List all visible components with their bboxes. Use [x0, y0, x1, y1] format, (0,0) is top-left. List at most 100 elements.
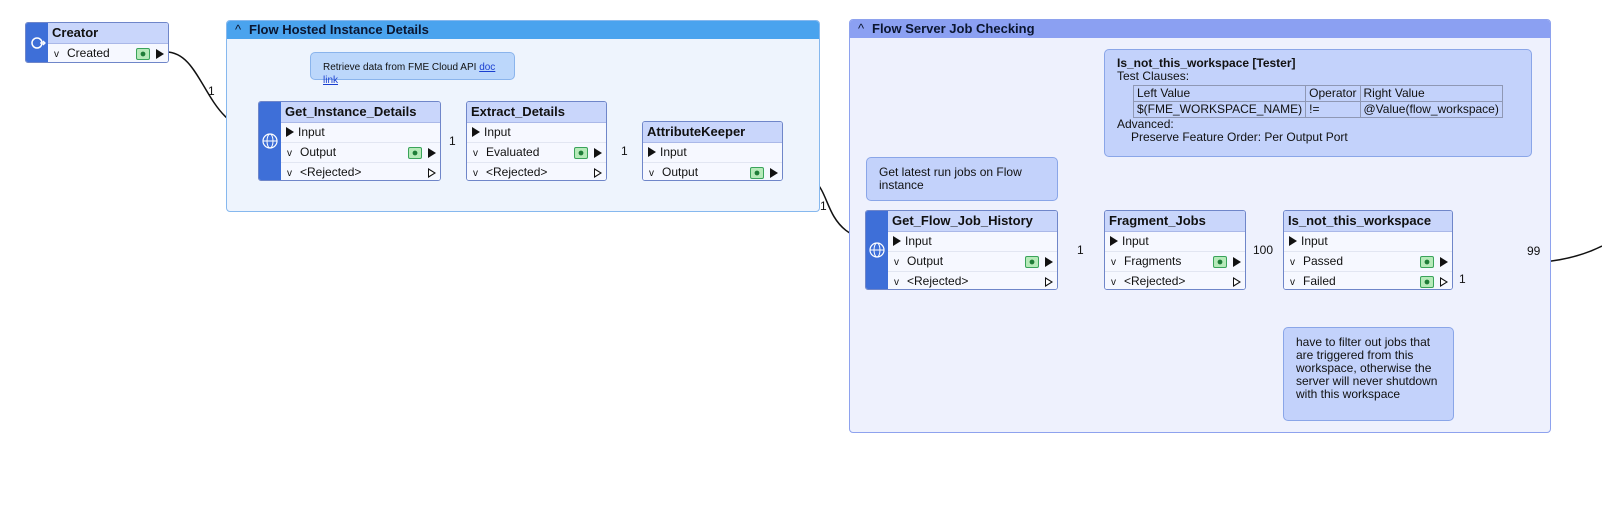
- output-port-icon[interactable]: [1233, 256, 1241, 267]
- advanced-value: Preserve Feature Order: Per Output Port: [1131, 130, 1348, 144]
- globe-icon: [866, 211, 888, 289]
- output-port-icon[interactable]: [156, 48, 164, 59]
- chevron-down-icon[interactable]: v: [1111, 257, 1116, 268]
- feature-count-fragment: 100: [1253, 243, 1274, 257]
- extract-details-title: Extract_Details: [467, 102, 606, 123]
- chevron-down-icon[interactable]: v: [473, 168, 478, 179]
- input-port-icon[interactable]: [1289, 236, 1297, 246]
- port-rejected[interactable]: v<Rejected>: [1105, 272, 1245, 289]
- feature-count-creator: 1: [208, 84, 215, 98]
- table-header: Right Value: [1359, 85, 1503, 102]
- chevron-down-icon[interactable]: v: [1111, 277, 1116, 288]
- annotation-tester[interactable]: Is_not_this_workspace [Tester] Test Clau…: [1104, 49, 1532, 157]
- feature-count-keeper: 1: [820, 199, 827, 213]
- test-clauses-table: Left Value Operator Right Value $(FME_WO…: [1132, 85, 1503, 118]
- feature-count-history: 1: [1077, 243, 1084, 257]
- eye-icon[interactable]: [750, 166, 764, 179]
- port-rejected[interactable]: v<Rejected>: [467, 163, 606, 180]
- output-port-icon[interactable]: [428, 147, 436, 158]
- chevron-down-icon[interactable]: v: [649, 168, 654, 179]
- output-port-icon[interactable]: [594, 167, 602, 178]
- annotation-filter[interactable]: have to filter out jobs that are trigger…: [1283, 327, 1454, 421]
- port-input[interactable]: Input: [467, 123, 606, 143]
- input-port-icon[interactable]: [472, 127, 480, 137]
- doc-link[interactable]: doc link: [323, 62, 496, 86]
- port-input[interactable]: Input: [281, 123, 440, 143]
- annotation-retrieve[interactable]: Retrieve data from FME Cloud API doc lin…: [310, 52, 515, 86]
- output-port-icon[interactable]: [428, 167, 436, 178]
- feature-count-failed: 1: [1459, 272, 1466, 286]
- chevron-down-icon[interactable]: v: [894, 277, 899, 288]
- eye-icon[interactable]: [136, 47, 150, 60]
- port-rejected[interactable]: v<Rejected>: [281, 163, 440, 180]
- attribute-keeper-title: AttributeKeeper: [643, 122, 782, 143]
- table-cell: $(FME_WORKSPACE_NAME): [1132, 101, 1307, 118]
- output-port-icon[interactable]: [594, 147, 602, 158]
- input-port-icon[interactable]: [648, 147, 656, 157]
- annotation-tester-title: Is_not_this_workspace [Tester]: [1117, 56, 1296, 70]
- chevron-down-icon[interactable]: v: [894, 257, 899, 268]
- eye-icon[interactable]: [1025, 255, 1039, 268]
- output-port-icon[interactable]: [1233, 276, 1241, 287]
- caret-up-icon[interactable]: ^: [235, 22, 242, 37]
- bookmark-header[interactable]: ^Flow Server Job Checking: [850, 20, 1550, 38]
- annotation-get-latest[interactable]: Get latest run jobs on Flow instance: [866, 157, 1058, 201]
- output-port-icon[interactable]: [1045, 276, 1053, 287]
- chevron-down-icon[interactable]: v: [1290, 277, 1295, 288]
- port-input[interactable]: Input: [643, 143, 782, 163]
- feature-count-passed: 99: [1525, 244, 1543, 258]
- feature-count-instance: 1: [449, 134, 456, 148]
- chevron-down-icon[interactable]: v: [1290, 257, 1295, 268]
- output-port-icon[interactable]: [1440, 256, 1448, 267]
- eye-icon[interactable]: [574, 146, 588, 159]
- bookmark-header[interactable]: ^Flow Hosted Instance Details: [227, 21, 819, 39]
- get-flow-job-history-title: Get_Flow_Job_History: [888, 211, 1057, 232]
- creator-icon: [26, 23, 48, 62]
- table-header: Operator: [1305, 85, 1361, 102]
- get-instance-details-title: Get_Instance_Details: [281, 102, 440, 123]
- eye-icon[interactable]: [1420, 275, 1434, 288]
- is-not-this-workspace-title: Is_not_this_workspace: [1284, 211, 1452, 232]
- eye-icon[interactable]: [1420, 255, 1434, 268]
- port-input[interactable]: Input: [1284, 232, 1452, 252]
- chevron-down-icon[interactable]: v: [287, 148, 292, 159]
- fragment-jobs-title: Fragment_Jobs: [1105, 211, 1245, 232]
- table-cell: @Value(flow_workspace): [1359, 101, 1503, 118]
- output-port-icon[interactable]: [770, 167, 778, 178]
- port-input[interactable]: Input: [1105, 232, 1245, 252]
- port-rejected[interactable]: v<Rejected>: [888, 272, 1057, 289]
- chevron-down-icon[interactable]: v: [54, 49, 59, 60]
- output-port-icon[interactable]: [1045, 256, 1053, 267]
- input-port-icon[interactable]: [893, 236, 901, 246]
- input-port-icon[interactable]: [286, 127, 294, 137]
- eye-icon[interactable]: [1213, 255, 1227, 268]
- chevron-down-icon[interactable]: v: [287, 168, 292, 179]
- port-input[interactable]: Input: [888, 232, 1057, 252]
- input-port-icon[interactable]: [1110, 236, 1118, 246]
- chevron-down-icon[interactable]: v: [473, 148, 478, 159]
- output-port-icon[interactable]: [1440, 276, 1448, 287]
- test-clauses-label: Test Clauses:: [1117, 69, 1190, 83]
- globe-icon: [259, 102, 281, 180]
- table-header: Left Value: [1132, 85, 1307, 102]
- caret-up-icon[interactable]: ^: [858, 21, 865, 36]
- table-cell: !=: [1305, 101, 1361, 118]
- creator-title: Creator: [48, 23, 168, 44]
- eye-icon[interactable]: [408, 146, 422, 159]
- advanced-label: Advanced:: [1117, 117, 1174, 131]
